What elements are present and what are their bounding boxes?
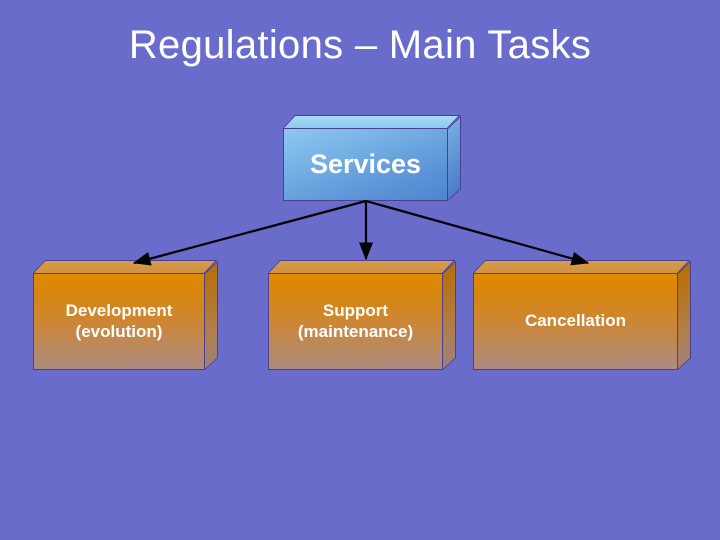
box-front-face: Cancellation (473, 273, 678, 370)
diagram-node-cancellation[interactable]: Cancellation (473, 260, 691, 370)
node-label-services: Services (309, 149, 422, 180)
connector-services-to-cancellation (365, 199, 590, 266)
box-side-bevel (448, 115, 461, 201)
box-front-face: Support (maintenance) (268, 273, 443, 370)
box-top-bevel (33, 260, 218, 273)
node-label-development: Development (evolution) (65, 300, 173, 341)
page-title: Regulations – Main Tasks (128, 23, 592, 67)
box-top-bevel (283, 115, 461, 128)
diagram-node-services[interactable]: Services (283, 115, 461, 201)
box-side-bevel (443, 260, 456, 370)
node-label-support: Support (maintenance) (297, 300, 414, 341)
diagram-node-development[interactable]: Development (evolution) (33, 260, 218, 370)
box-side-bevel (205, 260, 218, 370)
diagram-node-support[interactable]: Support (maintenance) (268, 260, 456, 370)
box-side-bevel (678, 260, 691, 370)
node-label-cancellation: Cancellation (524, 311, 627, 331)
connector-services-to-development (132, 199, 367, 266)
box-top-bevel (268, 260, 456, 273)
box-top-bevel (473, 260, 691, 273)
box-front-face: Development (evolution) (33, 273, 205, 370)
box-front-face: Services (283, 128, 448, 201)
